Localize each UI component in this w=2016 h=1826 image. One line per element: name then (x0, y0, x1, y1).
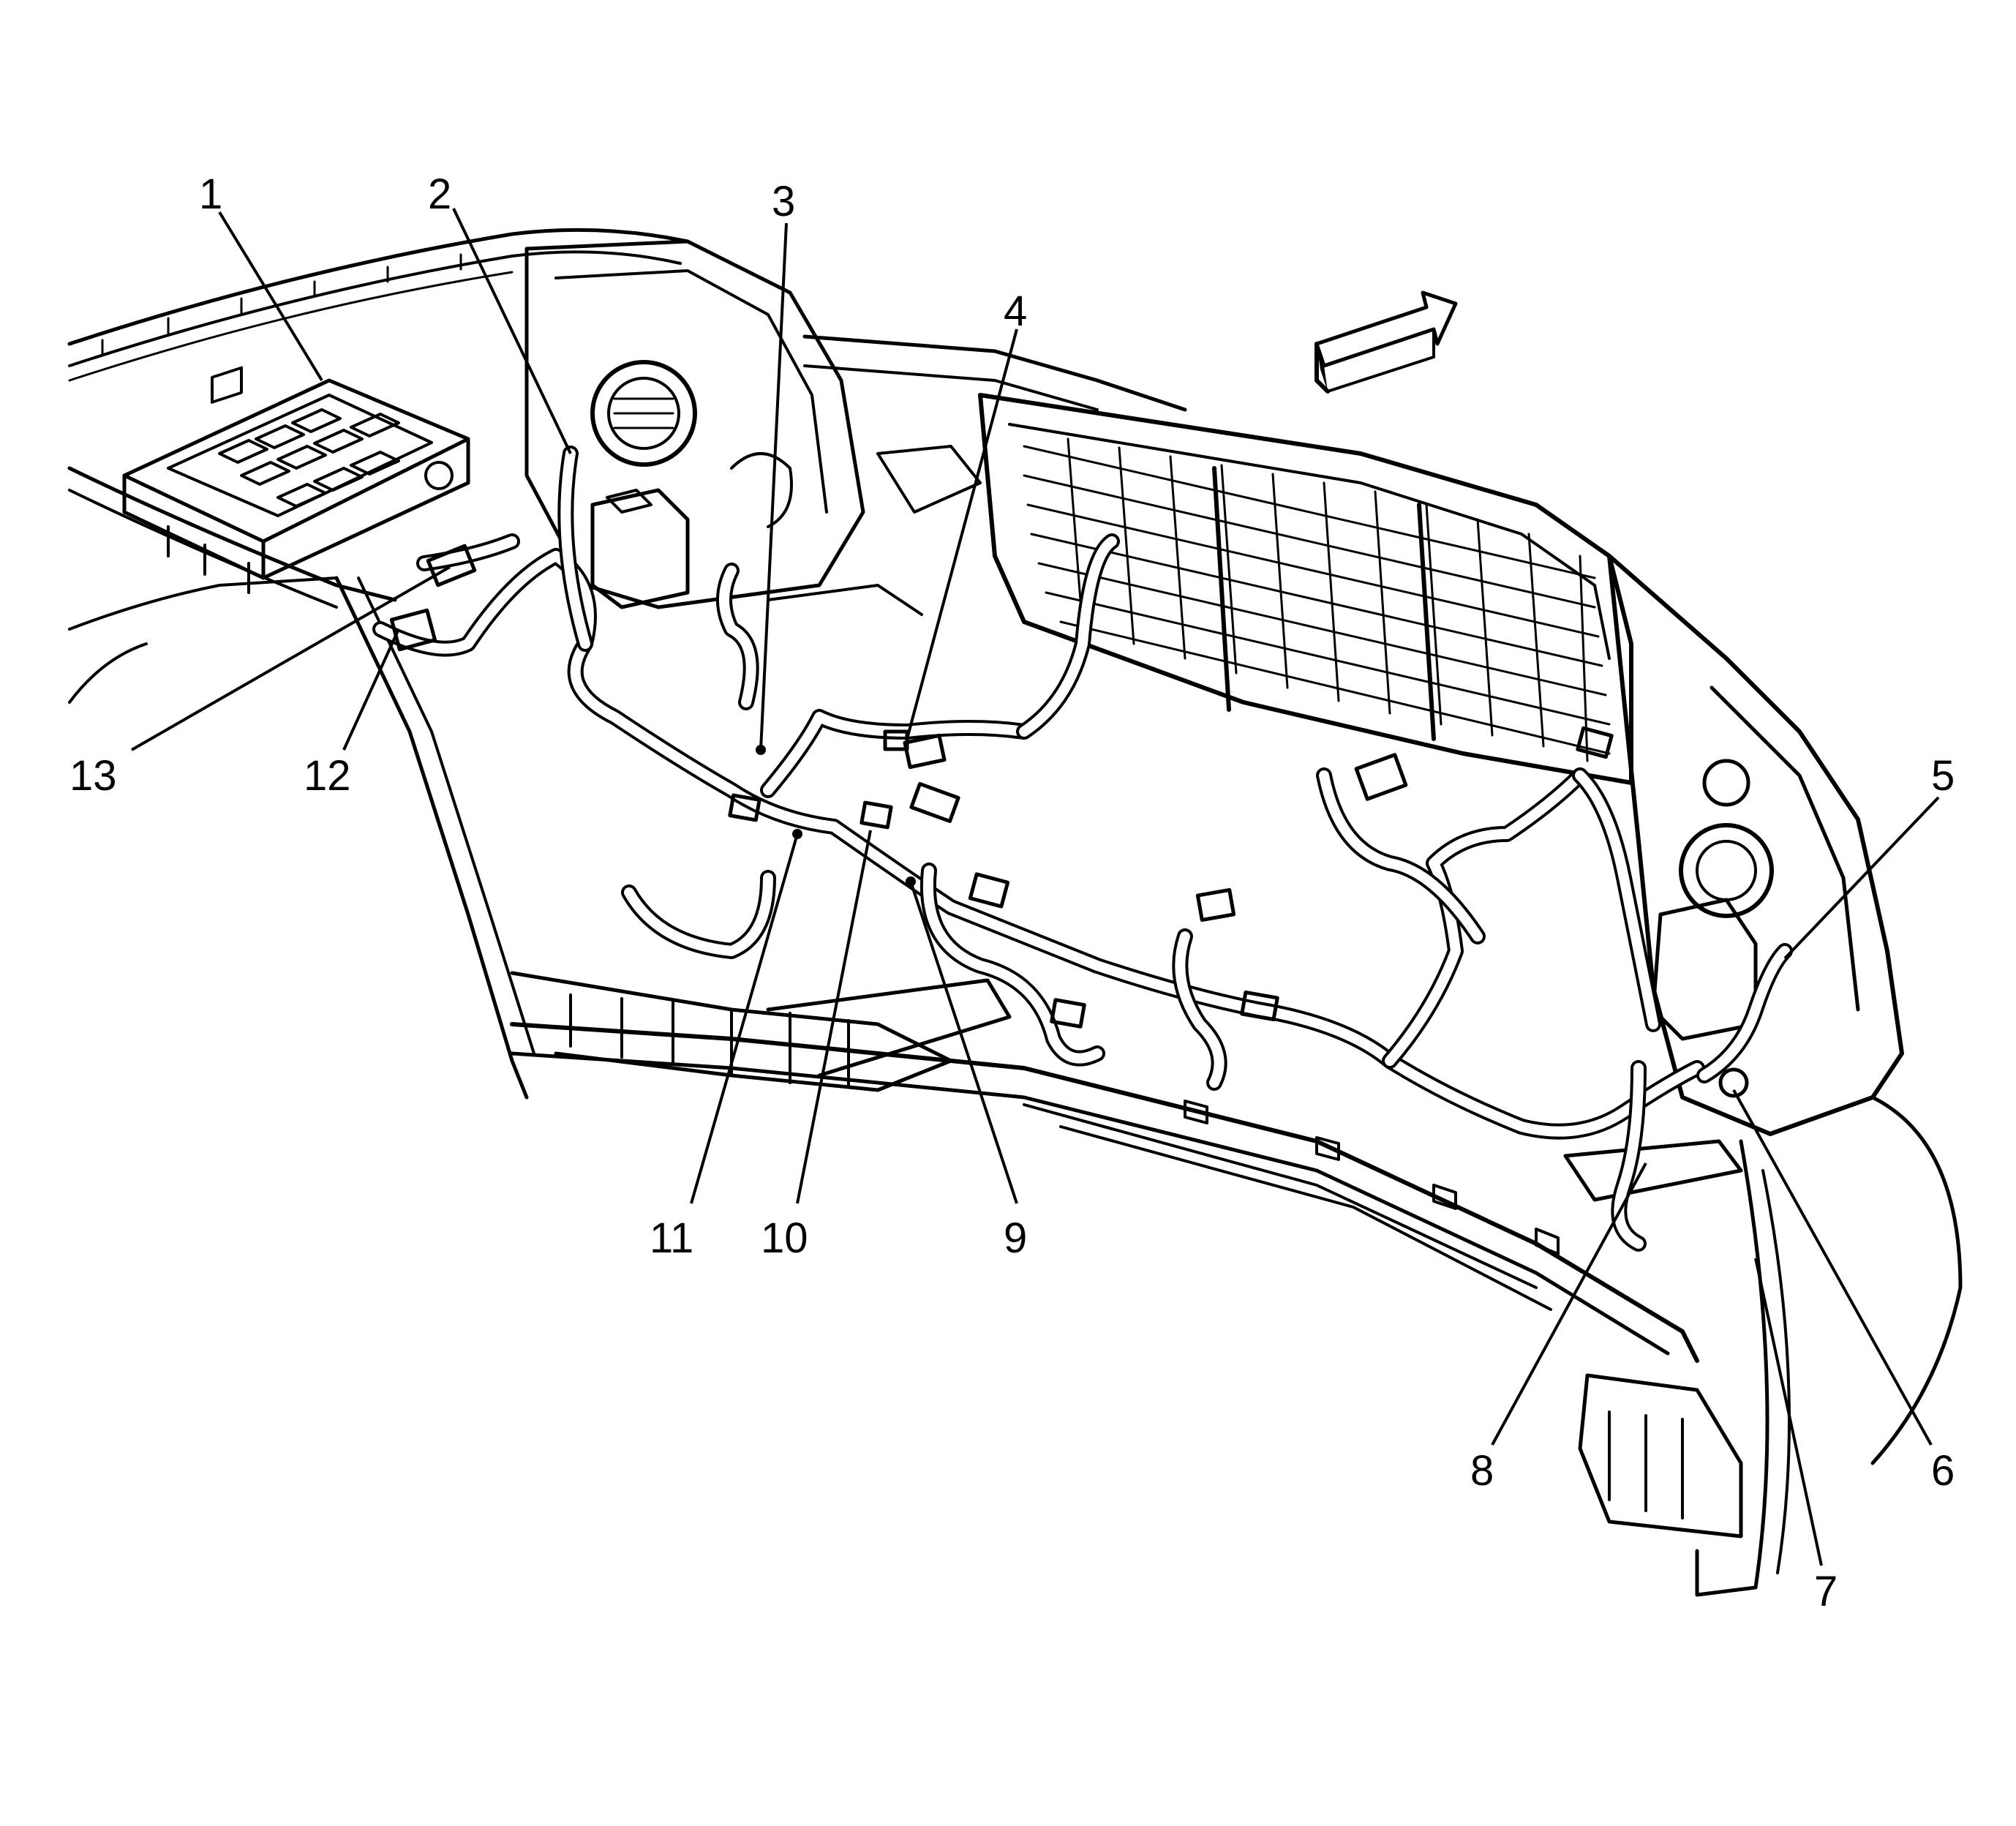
leader-9 (909, 881, 1018, 1204)
callout-3: 3 (772, 178, 795, 225)
leader-8 (1491, 1162, 1647, 1446)
callout-10: 10 (761, 1214, 808, 1262)
callout-11: 11 (650, 1214, 693, 1262)
callout-5: 5 (1931, 752, 1955, 800)
callout-12: 12 (304, 752, 351, 800)
leader-lines (131, 208, 1940, 1566)
callout-4: 4 (1004, 288, 1027, 335)
callout-7: 7 (1814, 1568, 1838, 1615)
leader-5 (1783, 796, 1940, 960)
wiring-harness (372, 446, 1793, 1252)
connectors (389, 544, 1749, 1098)
leader-11 (690, 833, 799, 1204)
callout-8: 8 (1470, 1447, 1494, 1495)
leader-3 (759, 222, 788, 751)
right-headlamp (1563, 554, 1963, 1597)
left-headlamp (524, 239, 865, 609)
callout-2: 2 (428, 170, 451, 218)
left-fender (67, 466, 535, 1100)
lower-bumper (510, 971, 1699, 1363)
leader-7 (1754, 1258, 1823, 1566)
fuse-block (122, 366, 470, 594)
leader-4 (906, 328, 1018, 740)
leader-1 (218, 211, 323, 382)
leader-2 (452, 208, 572, 454)
arrow-icon (1314, 290, 1458, 394)
grille-mesh (1023, 437, 1611, 762)
leader-12 (342, 628, 400, 751)
callout-labels: 1 2 3 4 5 6 7 8 9 10 11 12 13 (69, 170, 1955, 1615)
leader-13 (131, 566, 451, 751)
leader-10 (796, 830, 872, 1204)
grille (978, 393, 1633, 785)
hood-edge (67, 228, 690, 382)
callout-9: 9 (1004, 1214, 1027, 1262)
radiator-support (767, 334, 1187, 616)
callout-6: 6 (1931, 1447, 1955, 1495)
callout-13: 13 (69, 752, 117, 800)
callout-1: 1 (199, 170, 222, 218)
leader-6 (1732, 1089, 1933, 1446)
